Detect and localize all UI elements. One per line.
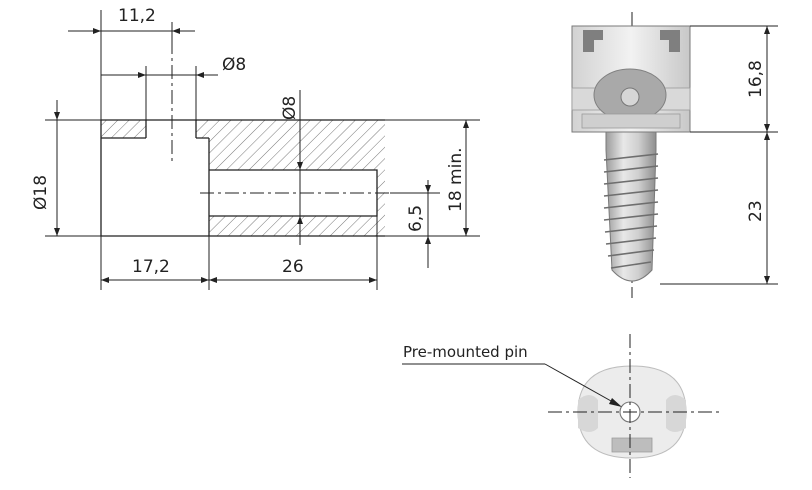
top-bore (146, 120, 196, 138)
dim-16-8: 16,8 (746, 60, 766, 98)
body-top-notch-left (583, 30, 603, 52)
dim-dia18: Ø18 (31, 175, 51, 210)
body-bottom-band (581, 113, 681, 129)
dim-23: 23 (746, 200, 766, 222)
body-top-notch-right (660, 30, 680, 52)
section-view: 11,2 Ø8 Ø8 Ø18 17,2 26 (31, 6, 480, 290)
dim-11-2: 11,2 (118, 6, 156, 26)
cam-hex (620, 87, 640, 107)
pre-mounted-pin-label: Pre-mounted pin (403, 343, 528, 361)
screw-shank (605, 131, 657, 282)
cam-notch-left (578, 395, 598, 432)
dim-17-2: 17,2 (132, 257, 170, 277)
dim-dia8-top: Ø8 (222, 55, 246, 75)
dim-6-5: 6,5 (406, 205, 426, 232)
cam-slot (611, 437, 653, 453)
dim-18-min: 18 min. (446, 148, 466, 213)
cam-notch-right (666, 395, 686, 432)
screw-threads (603, 153, 659, 269)
dim-26: 26 (282, 257, 304, 277)
top-view: Pre-mounted pin (402, 334, 722, 478)
side-view: 16,8 23 (571, 12, 778, 298)
dim-dia8-side: Ø8 (280, 96, 300, 120)
